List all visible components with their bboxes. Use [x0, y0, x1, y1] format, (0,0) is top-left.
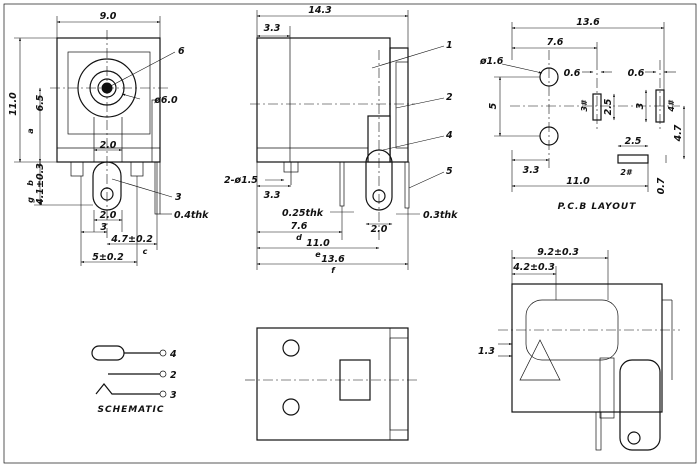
schematic: 4 2 3 SCHEMATIC — [91, 345, 177, 415]
schematic-title: SCHEMATIC — [98, 405, 165, 415]
side-hole-dim: 2-ø1.5 — [224, 175, 258, 186]
side-dim-e-marker: e — [315, 250, 321, 259]
front-pin-gap-dim: 2.0 — [100, 210, 117, 221]
front-callout-3: 3 — [175, 192, 182, 203]
bottom-hole-top — [282, 339, 300, 357]
bottom-hole-bottom — [282, 398, 300, 416]
pcb-slot-label-4: 4# — [667, 99, 676, 113]
side-dim-d-marker: d — [296, 233, 302, 242]
side-pin-thickness-dim: 0.25thk — [282, 208, 324, 219]
pcb-slot-height-a: 2.5 — [603, 98, 614, 115]
bottom-body-outline — [256, 327, 409, 441]
side-callout-2: 2 — [446, 92, 453, 103]
front-offset-dim: 6.5 — [35, 94, 46, 111]
sheet-border — [3, 3, 697, 464]
section-dim-b: 4.2±0.3 — [512, 262, 555, 273]
side-dim-f-marker: f — [331, 266, 336, 275]
pcb-slot-height-b: 3 — [635, 102, 646, 109]
schematic-pin-4: 4 — [169, 349, 177, 360]
side-dim-d: 7.6 — [291, 221, 308, 232]
front-pin-pitch-dim: 4.7±0.2 — [110, 234, 153, 245]
side-callout-4: 4 — [445, 130, 453, 141]
pcb-slot2-height: 0.7 — [656, 177, 667, 194]
front-pin-lug — [92, 161, 122, 211]
pcb-bottom-left-dim: 3.3 — [523, 165, 540, 176]
front-total-pitch-dim: 5±0.2 — [92, 252, 124, 263]
pcb-right-dim: 4.7 — [673, 124, 684, 142]
side-pin-thickness2-dim: 0.3thk — [423, 210, 458, 221]
front-pin-pitch-marker: c — [143, 247, 148, 256]
side-hole-offset-dim: 3.3 — [264, 190, 281, 201]
front-width-dim: 9.0 — [100, 11, 117, 22]
side-pin-gap-dim: 2.0 — [371, 224, 388, 235]
pcb-layout-title: P.C.B LAYOUT — [558, 202, 637, 212]
schematic-plug-pin — [91, 345, 125, 361]
side-dim-e: 11.0 — [306, 238, 330, 249]
front-offset-marker: b — [26, 180, 35, 186]
front-thickness-dim: 0.4thk — [174, 210, 209, 221]
front-callout-6: 6 — [178, 46, 185, 57]
pcb-hole-dim: ø1.6 — [479, 56, 504, 67]
section-dim-a: 9.2±0.3 — [537, 247, 579, 258]
pcb-slot-width-b: 0.6 — [628, 68, 645, 79]
pcb-width-dim: 13.6 — [576, 17, 600, 28]
pcb-slot-2 — [617, 154, 649, 164]
section-pin-lug — [619, 359, 661, 451]
pcb-offset-dim: 7.6 — [547, 37, 564, 48]
side-view: 14.3 3.3 2-ø1.5 3.3 0.25thk 0.3thk 7.6 d… — [224, 5, 458, 275]
schematic-pin-2: 2 — [170, 370, 177, 381]
front-diameter-dim: ø6.0 — [153, 95, 178, 106]
front-view: 9.0 11.0 a 6.5 b 4.1±0.3 g 2.0 2.0 3 4.7… — [8, 11, 209, 266]
side-callout-1: 1 — [446, 40, 453, 51]
side-front-dim: 3.3 — [264, 23, 281, 34]
bottom-view — [245, 327, 420, 441]
pcb-total-dim: 11.0 — [566, 176, 590, 187]
pcb-slot-label-3: 3# — [580, 99, 589, 112]
front-height-marker: a — [26, 128, 35, 133]
pcb-vertical-dim: 5 — [488, 102, 499, 109]
schematic-switch-contact — [95, 383, 160, 395]
pcb-slot-width-a: 0.6 — [564, 68, 581, 79]
side-length-dim: 14.3 — [308, 5, 332, 16]
schematic-pin-3: 3 — [170, 390, 177, 401]
front-pin-spacing-dim: 2.0 — [100, 140, 117, 151]
side-dim-f: 13.6 — [321, 254, 345, 265]
pcb-layout-view: 13.6 7.6 ø1.6 0.6 0.6 5 2.5 3 3# 4# 4.7 — [479, 17, 686, 212]
front-pin-offset-marker: g — [26, 197, 35, 203]
section-body-outline — [511, 283, 663, 413]
front-height-dim: 11.0 — [8, 92, 19, 116]
front-half-dim: 3 — [100, 222, 107, 233]
pcb-slot2-label: 2# — [620, 168, 633, 177]
section-dim-c: 1.3 — [478, 346, 495, 357]
side-callout-5: 5 — [446, 166, 453, 177]
front-pin-offset-dim: 4.1±0.3 — [35, 163, 46, 206]
pcb-slot2-width: 2.5 — [625, 136, 642, 147]
section-view: 9.2±0.3 4.2±0.3 1.3 — [478, 247, 680, 451]
